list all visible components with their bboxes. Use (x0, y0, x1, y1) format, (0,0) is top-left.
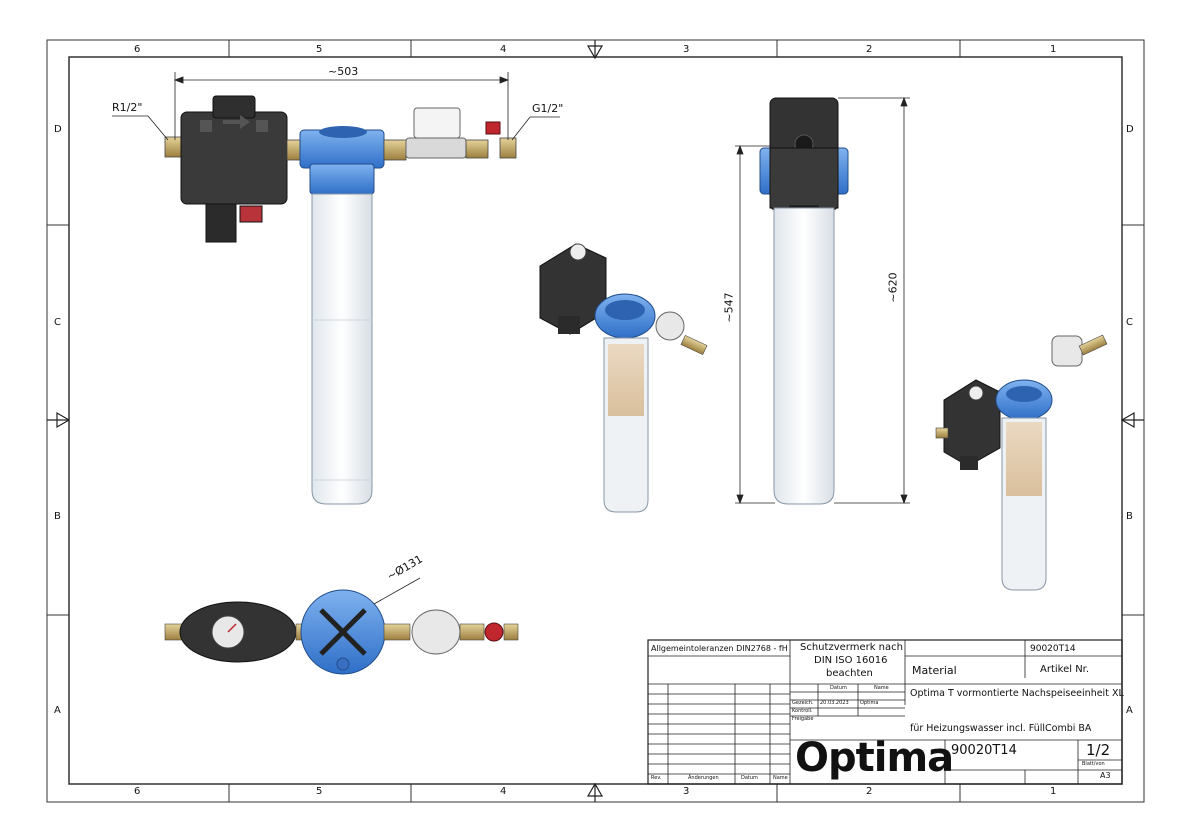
thread-leaders (112, 115, 560, 141)
outlet-thread-label: G1/2" (532, 102, 564, 115)
title-block-lines (647, 639, 1123, 785)
drawn-date-value: 20.03.2023 (820, 700, 849, 706)
dimension-width (173, 72, 510, 140)
column-name-label: Name (874, 685, 889, 691)
changes-column-label: Änderungen (688, 775, 719, 781)
zone-col-5-top: 5 (316, 44, 323, 55)
tolerances-note: Allgemeintoleranzen DIN2768 - fH (651, 644, 788, 653)
zone-col-3-top: 3 (683, 44, 690, 55)
drawing-title-line1: Optima T vormontierte Nachspeiseeinheit … (910, 688, 1124, 699)
zone-col-5-bottom: 5 (316, 786, 323, 797)
top-view (164, 577, 519, 675)
zone-col-4-bottom: 4 (500, 786, 507, 797)
row-approved-label: Freigabe (792, 716, 814, 722)
dimension-housing-height-label: ~547 (722, 292, 736, 323)
zone-ticks (47, 40, 1144, 802)
zone-col-3-bottom: 3 (683, 786, 690, 797)
front-view (164, 95, 517, 505)
row-checked-label: Kontroll. (792, 708, 813, 714)
zone-col-4-top: 4 (500, 44, 507, 55)
dimension-width-label: ~503 (328, 65, 359, 78)
drawing-title-line2: für Heizungswasser incl. FüllCombi BA (910, 723, 1092, 734)
row-drawn-label: Gezeich. (792, 700, 814, 706)
dimension-overall-height-label: ~620 (886, 272, 900, 303)
zone-col-2-bottom: 2 (866, 786, 873, 797)
zone-row-d-right: D (1126, 124, 1134, 135)
inlet-thread-label: R1/2" (112, 101, 143, 114)
company-logo: Optima (795, 735, 954, 781)
article-number-value: 90020T14 (1030, 644, 1076, 654)
revision-name-column-label: Name (773, 775, 788, 781)
zone-col-6-bottom: 6 (134, 786, 141, 797)
zone-col-2-top: 2 (866, 44, 873, 55)
sheet-label: Blatt/von (1082, 761, 1105, 767)
centering-marks (47, 40, 1144, 802)
material-label: Material (912, 664, 957, 677)
protection-note-line2: DIN ISO 16016 (814, 655, 888, 666)
drawn-name-value: Optima (860, 700, 879, 706)
column-date-label: Datum (830, 685, 847, 691)
revision-date-column-label: Datum (741, 775, 758, 781)
protection-note-line3: beachten (826, 668, 873, 679)
zone-col-1-bottom: 1 (1050, 786, 1057, 797)
zone-col-6-top: 6 (134, 44, 141, 55)
article-label: Artikel Nr. (1040, 664, 1090, 675)
paper-format: A3 (1100, 771, 1111, 780)
revision-column-label: Rev. (651, 775, 662, 781)
iso-view-2 (935, 334, 1108, 591)
zone-row-c-left: C (54, 317, 61, 328)
iso-view-1 (539, 243, 708, 513)
drawing-number: 90020T14 (951, 743, 1017, 758)
zone-row-b-left: B (54, 511, 61, 522)
sheet-number: 1/2 (1086, 741, 1111, 759)
zone-row-c-right: C (1126, 317, 1133, 328)
zone-row-a-left: A (54, 705, 61, 716)
zone-row-a-right: A (1126, 705, 1133, 716)
protection-note-line1: Schutzvermerk nach (800, 642, 903, 653)
zone-row-d-left: D (54, 124, 62, 135)
zone-row-b-right: B (1126, 511, 1133, 522)
zone-col-1-top: 1 (1050, 44, 1057, 55)
side-view (735, 96, 910, 505)
